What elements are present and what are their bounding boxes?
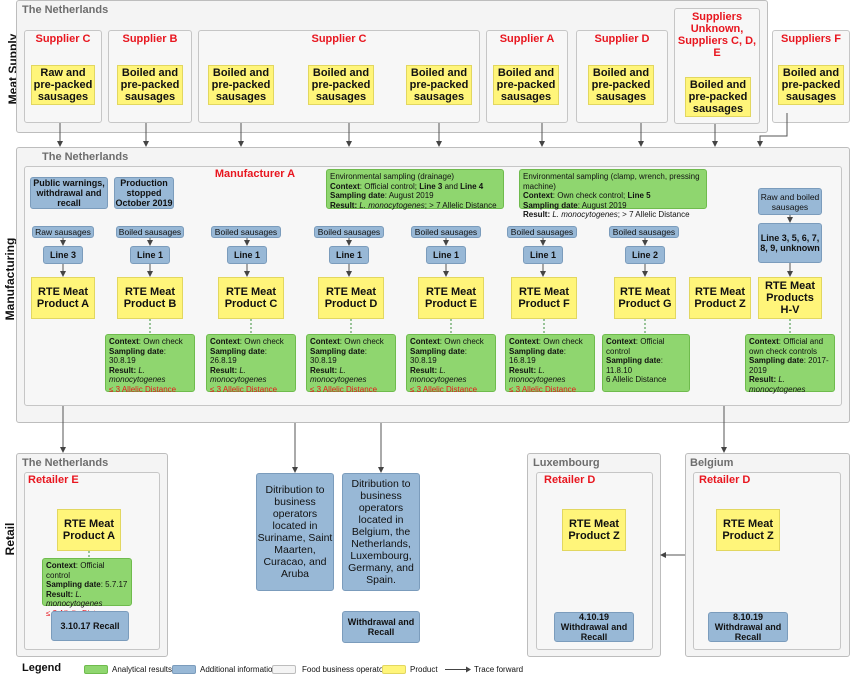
product-d: RTE Meat Product D: [318, 277, 384, 319]
distribution-suriname: Ditribution to business operators locate…: [256, 473, 334, 591]
legend-label-product: Product: [410, 665, 438, 674]
input-boiled-g: Boiled sausages: [609, 226, 679, 238]
result-b: Context: Own check Sampling date: 30.8.1…: [105, 334, 195, 394]
legend-swatch-additional: [172, 665, 196, 674]
retailer-d-be-product: RTE Meat Product Z: [716, 509, 780, 551]
suppliers-f-product: Boiled and pre-packed sausages: [778, 65, 844, 105]
input-boiled-d: Boiled sausages: [314, 226, 384, 238]
nl-supply-title: The Netherlands: [22, 4, 109, 16]
result-f: Context: Own check Sampling date: 16.8.1…: [505, 334, 595, 394]
luxembourg-title: Luxembourg: [533, 457, 600, 469]
supplier-d-label: Supplier D: [594, 33, 650, 45]
suppliers-f-label: Suppliers F: [781, 33, 841, 45]
line-1-c: Line 1: [227, 246, 267, 264]
supplier-d-product: Boiled and pre-packed sausages: [588, 65, 654, 105]
supplier-a-product: Boiled and pre-packed sausages: [493, 65, 559, 105]
line-2-g: Line 2: [625, 246, 665, 264]
retailer-d-lux-label: Retailer D: [544, 474, 596, 486]
input-boiled-c: Boiled sausages: [211, 226, 281, 238]
input-boiled-b: Boiled sausages: [116, 226, 184, 238]
supplier-b-product: Boiled and pre-packed sausages: [117, 65, 183, 105]
result-h-v: Context: Official and own check controls…: [745, 334, 835, 394]
supplier-c-product-1: Raw and pre-packed sausages: [31, 65, 95, 105]
retailer-d-lux-recall: 4.10.19 Withdrawal and Recall: [554, 612, 634, 642]
suppliers-unknown-label: Suppliers Unknown, Suppliers C, D, E: [677, 11, 757, 59]
supplier-c-label-2: Supplier C: [311, 33, 367, 45]
env-sampling-clamp: Environmental sampling (clamp, wrench, p…: [519, 169, 707, 219]
env-sampling-drainage: Environmental sampling (drainage) Contex…: [326, 169, 504, 210]
legend-swatch-product: [382, 665, 406, 674]
belgium-title: Belgium: [690, 457, 734, 469]
supplier-c-product-2c: Boiled and pre-packed sausages: [406, 65, 472, 105]
nl-manufacturing-title: The Netherlands: [42, 151, 129, 163]
input-boiled-f: Boiled sausages: [507, 226, 577, 238]
retailer-d-lux-product: RTE Meat Product Z: [562, 509, 626, 551]
withdrawal-recall: Withdrawal and Recall: [342, 611, 420, 643]
input-boiled-e: Boiled sausages: [411, 226, 481, 238]
product-f: RTE Meat Product F: [511, 277, 577, 319]
legend-label-analytical: Analytical results: [112, 665, 173, 674]
result-e: Context: Own check Sampling date: 30.8.1…: [406, 334, 496, 394]
result-c: Context: Own check Sampling date: 26.8.1…: [206, 334, 296, 394]
manufacturer-a-label: Manufacturer A: [214, 168, 296, 180]
supplier-b-label: Supplier B: [122, 33, 178, 45]
supplier-c-label-1: Supplier C: [35, 33, 91, 45]
product-a: RTE Meat Product A: [31, 277, 95, 319]
product-e: RTE Meat Product E: [418, 277, 484, 319]
line-3-a: Line 3: [43, 246, 83, 264]
result-g: Context: Official control Sampling date:…: [602, 334, 690, 392]
legend-swatch-fbo: [272, 665, 296, 674]
retailer-d-be-recall: 8.10.19 Withdrawal and Recall: [708, 612, 788, 642]
suppliers-unknown-product: Boiled and pre-packed sausages: [685, 77, 751, 117]
supplier-c-product-2b: Boiled and pre-packed sausages: [308, 65, 374, 105]
line-multiple: Line 3, 5, 6, 7, 8, 9, unknown: [758, 223, 822, 263]
input-raw-sausages: Raw sausages: [32, 226, 94, 238]
legend-title: Legend: [22, 662, 62, 674]
supplier-c-product-2a: Boiled and pre-packed sausages: [208, 65, 274, 105]
legend-swatch-analytical: [84, 665, 108, 674]
products-h-v: RTE Meat Products H-V: [758, 277, 822, 319]
result-d: Context: Own check Sampling date: 30.8.1…: [306, 334, 396, 394]
retailer-e-recall: 3.10.17 Recall: [51, 611, 129, 641]
retailer-e-label: Retailer E: [28, 474, 79, 486]
retailer-e-product: RTE Meat Product A: [57, 509, 121, 551]
supplier-a-label: Supplier A: [499, 33, 555, 45]
input-raw-and-boiled: Raw and boiled sausages: [758, 188, 822, 215]
public-warnings-info: Public warnings, withdrawal and recall: [30, 177, 108, 209]
legend-label-trace: Trace forward: [474, 665, 524, 674]
legend-label-fbo: Food business operator: [302, 665, 387, 674]
line-1-f: Line 1: [523, 246, 563, 264]
distribution-belgium: Ditribution to business operators locate…: [342, 473, 420, 591]
product-g: RTE Meat Product G: [614, 277, 676, 319]
line-1-d: Line 1: [329, 246, 369, 264]
product-b: RTE Meat Product B: [117, 277, 183, 319]
nl-retail-title: The Netherlands: [22, 457, 109, 469]
legend-arrow-icon: [445, 666, 471, 673]
production-stopped-info: Production stopped October 2019: [114, 177, 174, 209]
product-z-manufacturer: RTE Meat Product Z: [689, 277, 751, 319]
retailer-d-be-label: Retailer D: [699, 474, 751, 486]
product-c: RTE Meat Product C: [218, 277, 284, 319]
line-1-e: Line 1: [426, 246, 466, 264]
line-1-b: Line 1: [130, 246, 170, 264]
legend-label-additional: Additional information: [200, 665, 277, 674]
